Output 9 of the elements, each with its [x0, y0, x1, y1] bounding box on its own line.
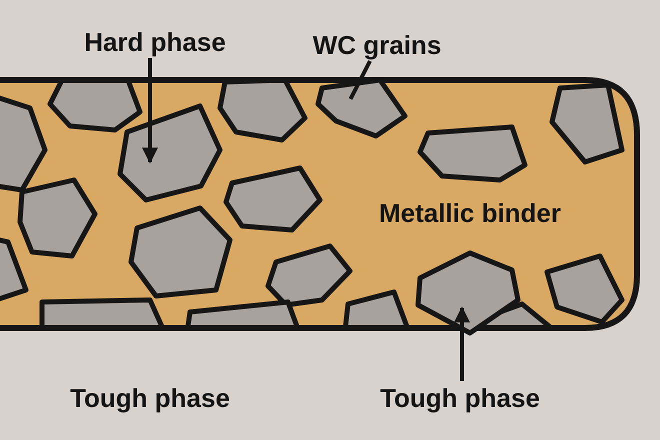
- carbide-grain: [117, 103, 223, 203]
- leader-arrow: [142, 58, 158, 164]
- callout-label: Tough phase: [380, 385, 540, 411]
- callout-label: WC grains: [312, 32, 442, 58]
- leader-line: [348, 60, 372, 100]
- phase-label: Tough phase: [70, 385, 230, 411]
- callout-label: Hard phase: [84, 29, 226, 55]
- region-label: Metallic binder: [378, 200, 562, 226]
- leader-arrow: [454, 306, 470, 381]
